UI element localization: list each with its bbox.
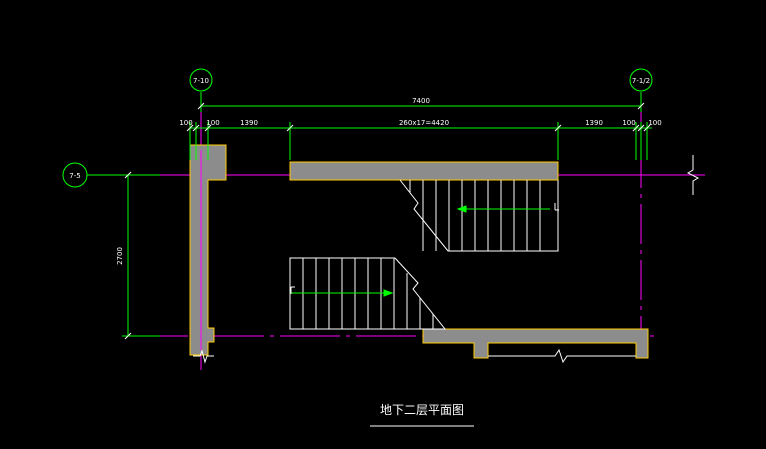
- bottom-landing-slab: [422, 328, 649, 359]
- break-marks: [193, 155, 700, 364]
- top-landing-slab: [289, 161, 559, 181]
- dim-100-d: 100: [648, 119, 661, 127]
- left-wall: [189, 144, 227, 356]
- upper-stair-flight: [399, 179, 559, 252]
- dim-overall: 7400: [412, 97, 430, 105]
- dim-vertical: 2700: [116, 247, 124, 265]
- axis-bubble-left-side[interactable]: 7-5: [62, 162, 88, 188]
- dimension-ticks: [124, 102, 651, 340]
- axis-label-right-top: 7-1/2: [632, 77, 650, 85]
- lower-arrow-head: [383, 289, 394, 297]
- break-mark-bottom: [488, 348, 636, 364]
- dim-flight: 260x17=4420: [399, 119, 449, 127]
- break-mark-left-bottom: [193, 349, 214, 364]
- dim-100-c: 100: [622, 119, 635, 127]
- break-mark-right: [686, 155, 700, 195]
- stair-arrows: [290, 205, 550, 297]
- dim-100-a: 100: [179, 119, 192, 127]
- dim-1390-b: 1390: [585, 119, 603, 127]
- dimension-lines: [87, 92, 652, 337]
- axis-label-left-top: 7-10: [193, 77, 209, 85]
- walls: [189, 144, 649, 359]
- dim-1390-a: 1390: [240, 119, 258, 127]
- dim-100-b: 100: [206, 119, 219, 127]
- drawing-title: 地下二层平面图: [380, 403, 464, 417]
- grid-lines: [128, 92, 705, 370]
- upper-arrow-head: [456, 205, 467, 213]
- axis-label-left-side: 7-5: [69, 172, 80, 180]
- axis-bubble-left-top[interactable]: 7-10: [189, 68, 213, 92]
- axis-bubble-right-top[interactable]: 7-1/2: [629, 68, 653, 92]
